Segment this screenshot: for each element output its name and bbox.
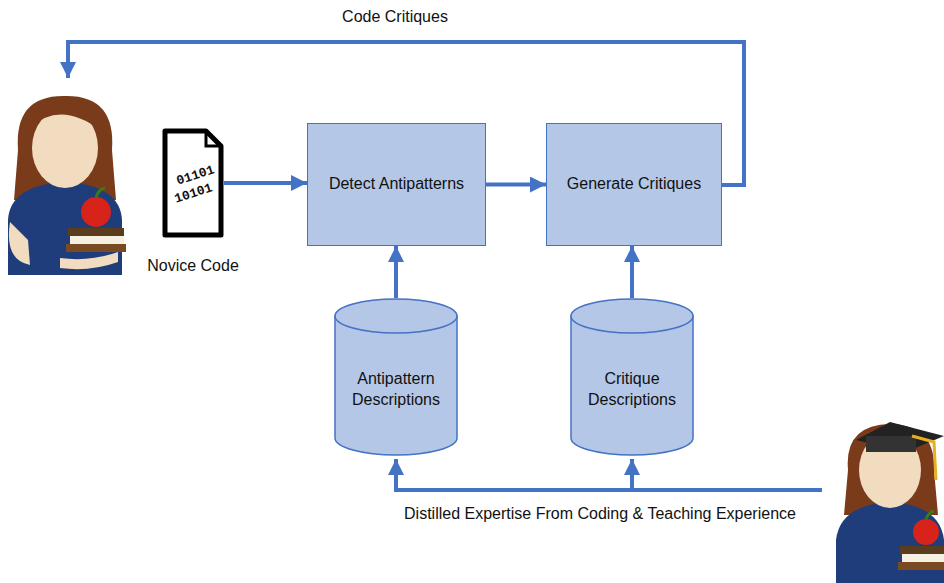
graduate-figure — [836, 422, 944, 583]
flow-arrow — [394, 246, 398, 298]
flow-arrow — [630, 246, 634, 298]
flow-arrow — [224, 181, 307, 185]
database-cylinder: Critique Descriptions — [570, 298, 694, 456]
process-box: Detect Antipatterns — [307, 123, 486, 246]
database-cylinder: Antipattern Descriptions — [334, 298, 458, 456]
process-box: Generate Critiques — [546, 123, 722, 246]
code-document: Novice Code0110110101 — [162, 128, 224, 238]
flow-arrow — [486, 183, 546, 187]
expertise-branch — [630, 459, 634, 490]
expertise-line — [396, 459, 822, 490]
node-text: Critique Descriptions — [570, 369, 694, 411]
teacher-figure — [8, 96, 126, 275]
node-text: Antipattern Descriptions — [334, 369, 458, 411]
node-text: Novice Code — [147, 256, 239, 277]
node-text: Detect Antipatterns — [319, 174, 474, 195]
arrow-label: Code Critiques — [340, 8, 450, 26]
arrow-label: Distilled Expertise From Coding & Teachi… — [402, 505, 798, 523]
node-text: Generate Critiques — [557, 174, 711, 195]
